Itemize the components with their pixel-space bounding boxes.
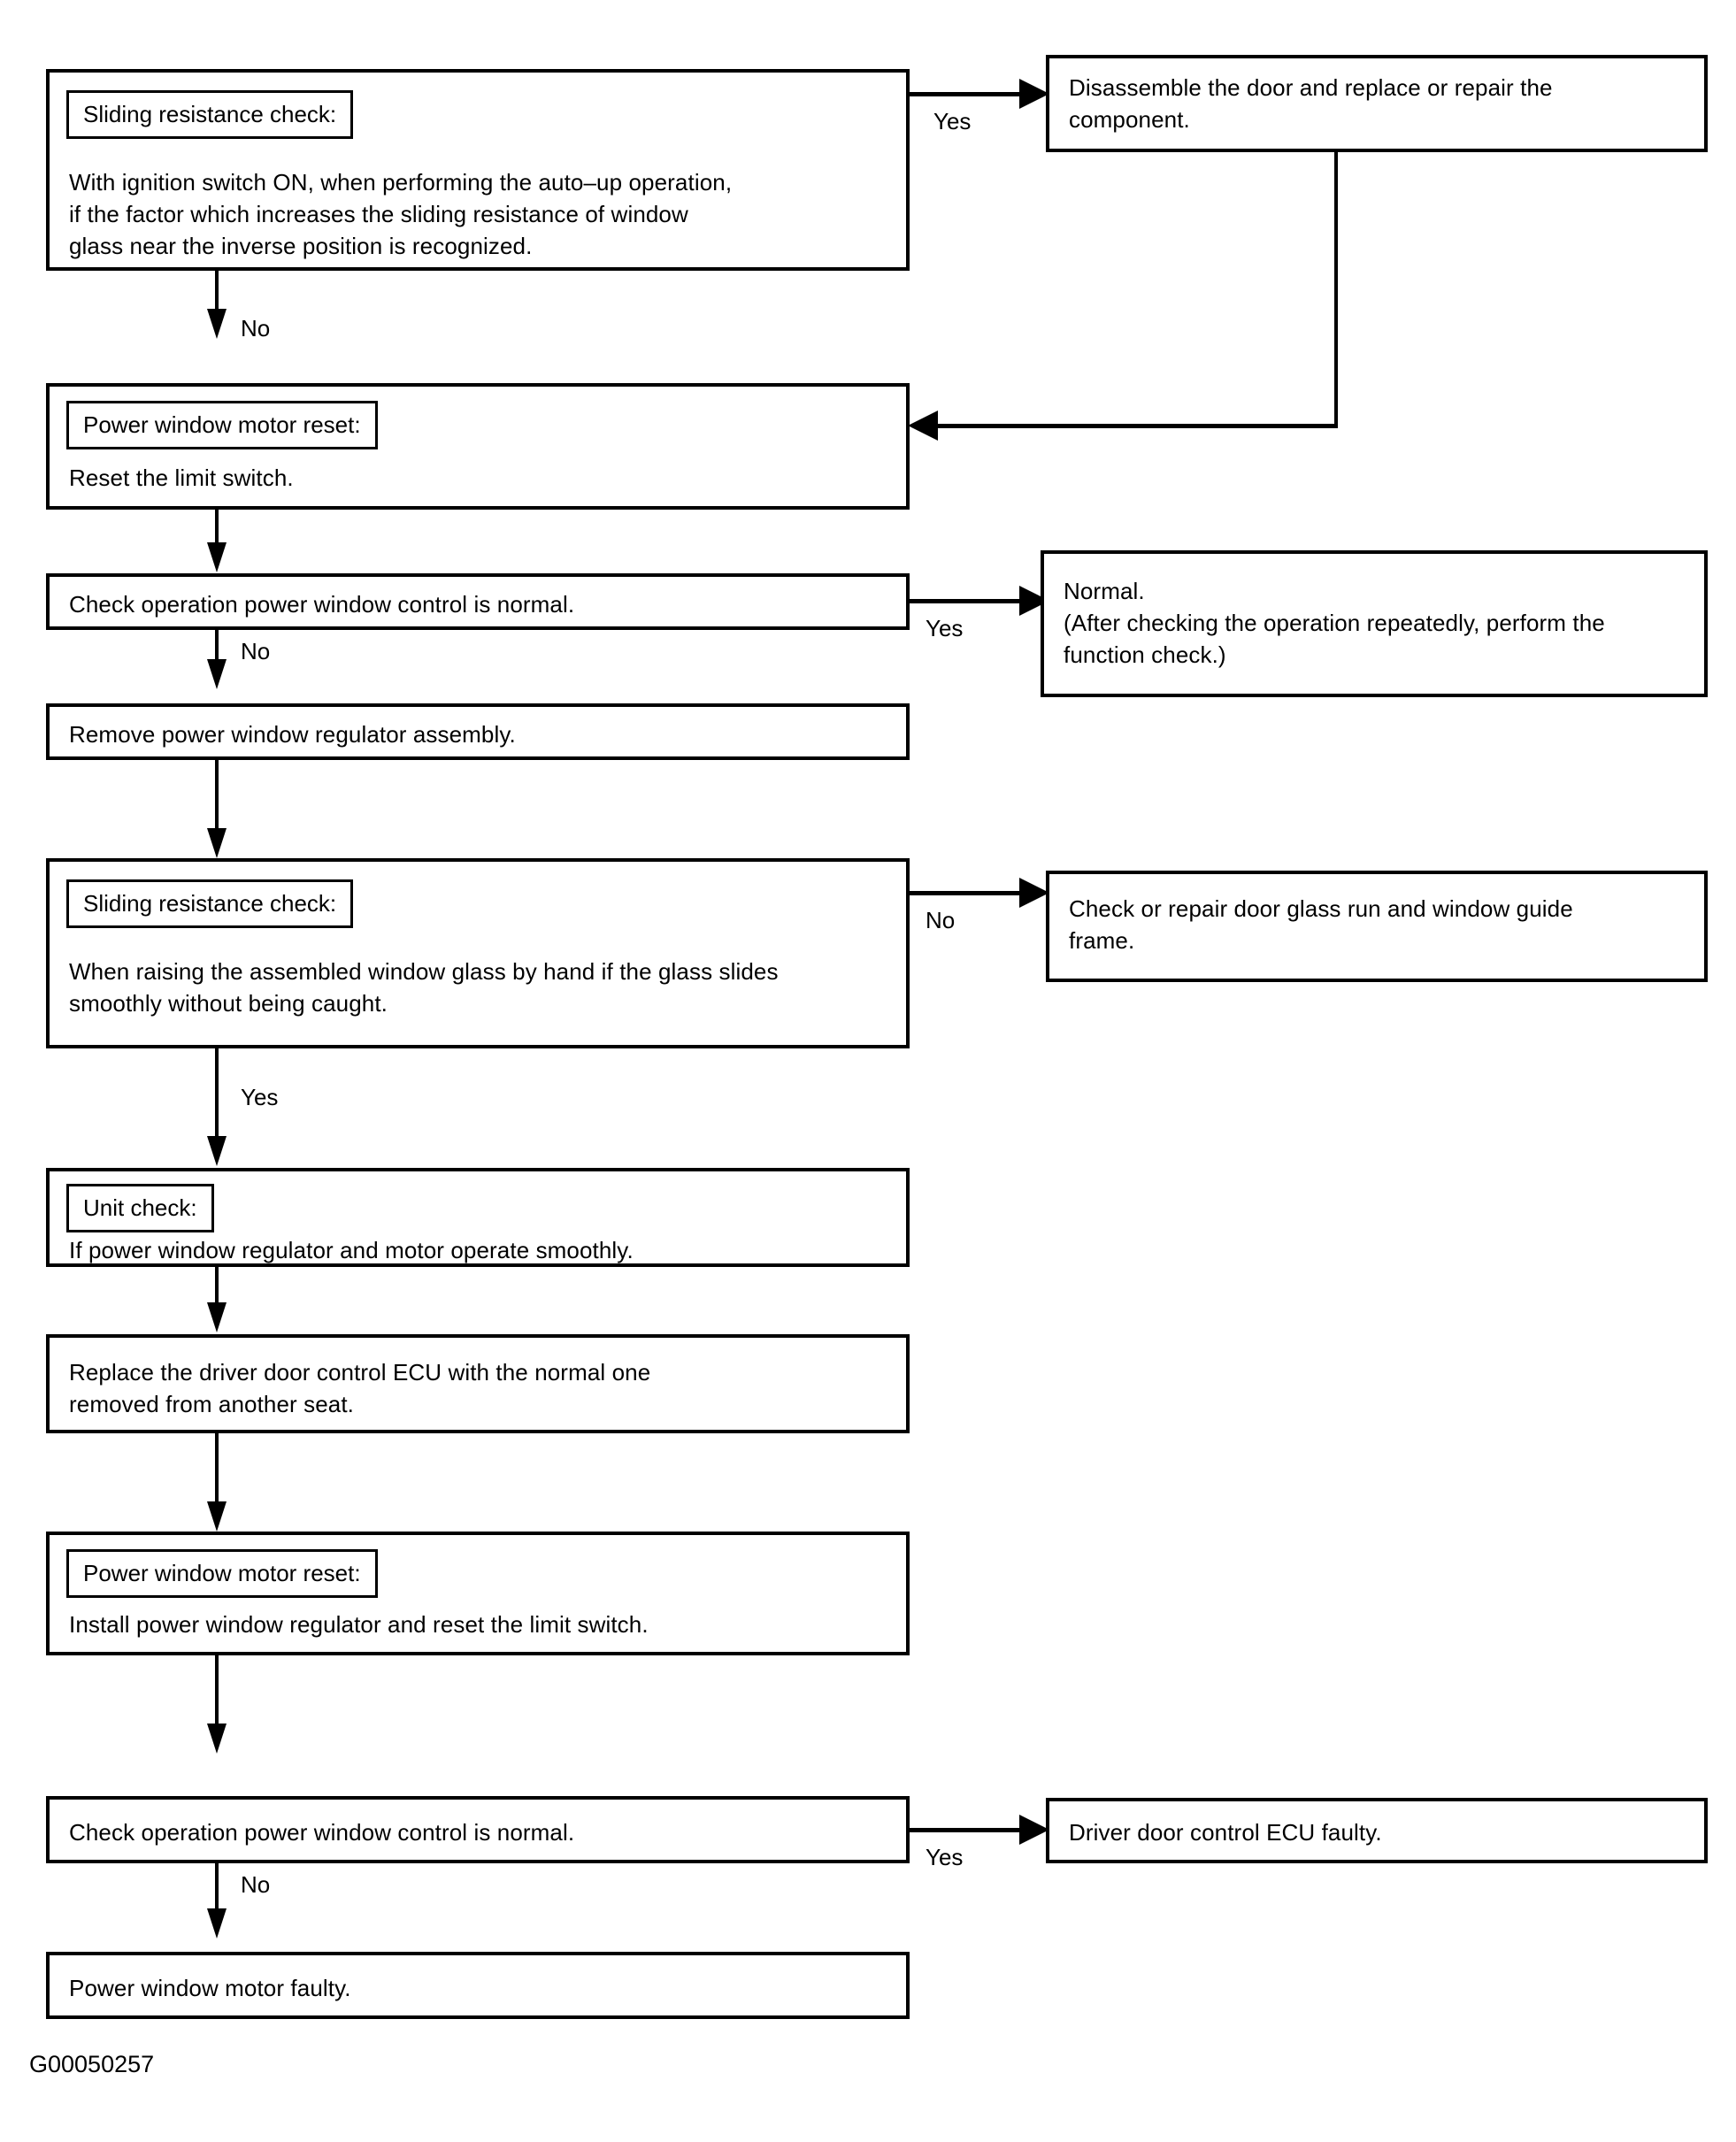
edge-n12-to-n14-line <box>215 1863 219 1925</box>
node-13-body-text: Driver door control ECU faulty. <box>1069 1819 1382 1846</box>
edge-n12-to-n13-line <box>910 1828 1023 1832</box>
edge-n2-to-n3-vline <box>1334 152 1338 427</box>
edge-label-yes-n4: Yes <box>926 615 964 641</box>
edge-label-no-n4: No <box>241 638 271 664</box>
edge-n7-to-n8-line <box>910 891 1023 895</box>
node-1-body-text: With ignition switch ON, when performing… <box>69 169 733 259</box>
node-7-body-text: When raising the assembled window glass … <box>69 958 779 1017</box>
edge-label-no-n12: No <box>241 1871 271 1898</box>
node-sliding-resistance-check-1: Sliding resistance check: With ignition … <box>46 69 910 271</box>
edge-label-no-n7: No <box>926 907 956 933</box>
node-sliding-resistance-check-2: Sliding resistance check: When raising t… <box>46 858 910 1048</box>
node-power-window-motor-reset-2: Power window motor reset: Install power … <box>46 1532 910 1655</box>
edge-n7-to-n9-line <box>215 1048 219 1144</box>
edge-n6-to-n7-line <box>215 760 219 840</box>
node-disassemble-door: Disassemble the door and replace or repa… <box>1046 55 1708 152</box>
edge-n1-to-n3-arrowhead <box>207 309 227 339</box>
edge-n3-to-n4-arrowhead <box>207 542 227 572</box>
node-check-operation-1: Check operation power window control is … <box>46 573 910 630</box>
figure-id-code: G00050257 <box>29 2051 155 2077</box>
edge-n2-to-n3-hline <box>938 424 1338 428</box>
edge-n1-to-n2-arrowhead <box>1019 79 1049 109</box>
node-2-body-text: Disassemble the door and replace or repa… <box>1069 74 1553 133</box>
edge-label-yes-n12: Yes <box>926 1844 964 1870</box>
edge-n12-to-n13-arrowhead <box>1019 1815 1049 1845</box>
node-3-tag-label: Power window motor reset: <box>66 401 378 449</box>
edge-n4-to-n6-line <box>215 630 219 676</box>
node-14-body-text: Power window motor faulty. <box>69 1975 351 2001</box>
edge-n11-to-n12-line <box>215 1655 219 1735</box>
edge-label-no-n1: No <box>241 315 271 342</box>
node-5-body-text: Normal. (After checking the operation re… <box>1064 578 1605 668</box>
node-7-tag-label: Sliding resistance check: <box>66 879 354 928</box>
edge-n9-to-n10-arrowhead <box>207 1302 227 1332</box>
node-11-tag-label: Power window motor reset: <box>66 1549 378 1598</box>
edge-label-yes-n1: Yes <box>933 108 972 134</box>
edge-n1-to-n3-line <box>215 271 219 320</box>
edge-n6-to-n7-arrowhead <box>207 828 227 858</box>
node-driver-door-ecu-faulty: Driver door control ECU faulty. <box>1046 1798 1708 1863</box>
edge-n7-to-n8-arrowhead <box>1019 878 1049 908</box>
node-6-body-text: Remove power window regulator assembly. <box>69 721 516 748</box>
node-power-window-motor-faulty: Power window motor faulty. <box>46 1952 910 2019</box>
edge-n12-to-n14-arrowhead <box>207 1908 227 1939</box>
edge-n10-to-n11-arrowhead <box>207 1501 227 1532</box>
node-remove-regulator-assembly: Remove power window regulator assembly. <box>46 703 910 760</box>
edge-n4-to-n5-line <box>910 599 1023 603</box>
node-check-repair-glass-run: Check or repair door glass run and windo… <box>1046 871 1708 982</box>
node-check-operation-2: Check operation power window control is … <box>46 1796 910 1863</box>
node-4-body-text: Check operation power window control is … <box>69 591 575 618</box>
edge-n2-to-n3-arrowhead <box>908 411 938 441</box>
node-normal-result: Normal. (After checking the operation re… <box>1041 550 1708 697</box>
node-3-body-text: Reset the limit switch. <box>69 464 294 491</box>
edge-n4-to-n6-arrowhead <box>207 659 227 689</box>
edge-n7-to-n9-arrowhead <box>207 1136 227 1166</box>
edge-n1-to-n2-line <box>910 92 1023 96</box>
node-11-body-text: Install power window regulator and reset… <box>69 1611 649 1638</box>
edge-n10-to-n11-line <box>215 1433 219 1513</box>
edge-n9-to-n10-line <box>215 1267 219 1313</box>
edge-n3-to-n4-line <box>215 510 219 549</box>
node-replace-driver-door-ecu: Replace the driver door control ECU with… <box>46 1334 910 1433</box>
node-9-tag-label: Unit check: <box>66 1184 214 1232</box>
node-10-body-text: Replace the driver door control ECU with… <box>69 1359 651 1417</box>
edge-label-yes-n7: Yes <box>241 1084 279 1110</box>
node-1-tag-label: Sliding resistance check: <box>66 90 354 139</box>
node-8-body-text: Check or repair door glass run and windo… <box>1069 895 1573 954</box>
node-unit-check: Unit check: If power window regulator an… <box>46 1168 910 1267</box>
node-power-window-motor-reset-1: Power window motor reset: Reset the limi… <box>46 383 910 510</box>
node-9-body-text: If power window regulator and motor oper… <box>69 1237 634 1263</box>
node-12-body-text: Check operation power window control is … <box>69 1819 575 1846</box>
edge-n11-to-n12-arrowhead <box>207 1724 227 1754</box>
